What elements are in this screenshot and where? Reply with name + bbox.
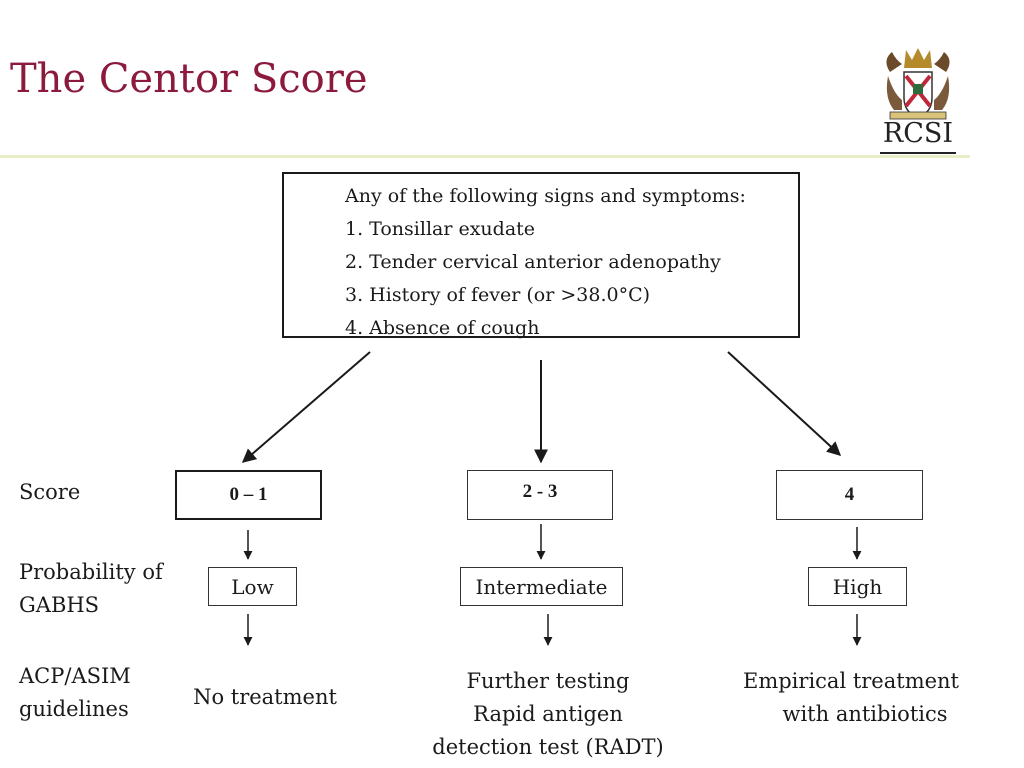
criteria-box: Any of the following signs and symptoms:… — [282, 172, 800, 339]
arrow-to-high-score — [727, 351, 842, 456]
recommendation-low: No treatment — [170, 681, 360, 714]
criteria-item: 2. Tender cervical anterior adenopathy — [345, 251, 721, 273]
row-label-guidelines-line: ACP/ASIM — [19, 664, 131, 688]
score-box-low: 0 – 1 — [175, 470, 322, 520]
criteria-item: 3. History of fever (or >38.0°C) — [345, 284, 651, 306]
criteria-item: 1. Tonsillar exudate — [345, 218, 536, 240]
recommendation-line: No treatment — [193, 685, 337, 709]
probability-box-intermediate: Intermediate — [460, 567, 623, 606]
row-label-guidelines-line: guidelines — [19, 697, 129, 721]
rcsi-crest-icon — [886, 48, 950, 120]
recommendation-line: Empirical treatment — [743, 669, 959, 693]
criteria-heading: Any of the following signs and symptoms: — [345, 185, 746, 207]
logo-underline — [880, 152, 956, 154]
arrow-to-low-score — [241, 351, 371, 463]
slide-title: The Centor Score — [10, 56, 368, 102]
probability-value: Low — [231, 574, 274, 599]
recommendation-line: with antibiotics — [782, 702, 948, 726]
score-value: 4 — [844, 484, 855, 505]
row-label-probability-line: GABHS — [19, 593, 100, 617]
probability-value: Intermediate — [475, 574, 608, 599]
probability-value: High — [832, 574, 883, 599]
score-value: 0 – 1 — [229, 484, 268, 505]
criteria-item: 4. Absence of cough — [345, 317, 540, 339]
row-label-probability-line: Probability of — [19, 560, 163, 584]
recommendation-high: Empirical treatment with antibiotics — [726, 665, 976, 731]
row-label-guidelines: ACP/ASIM guidelines — [19, 660, 131, 726]
row-label-score: Score — [19, 480, 81, 504]
recommendation-intermediate: Further testing Rapid antigen detection … — [418, 665, 678, 764]
recommendation-line: detection test (RADT) — [432, 735, 664, 759]
logo-text: RCSI — [882, 118, 954, 149]
probability-box-high: High — [808, 567, 907, 606]
score-value: 2 - 3 — [522, 481, 558, 502]
score-box-intermediate: 2 - 3 — [467, 470, 613, 520]
score-box-high: 4 — [776, 470, 923, 520]
probability-box-low: Low — [208, 567, 297, 606]
row-label-probability: Probability of GABHS — [19, 556, 163, 622]
recommendation-line: Rapid antigen — [473, 702, 623, 726]
recommendation-line: Further testing — [466, 669, 630, 693]
title-divider — [0, 155, 970, 158]
